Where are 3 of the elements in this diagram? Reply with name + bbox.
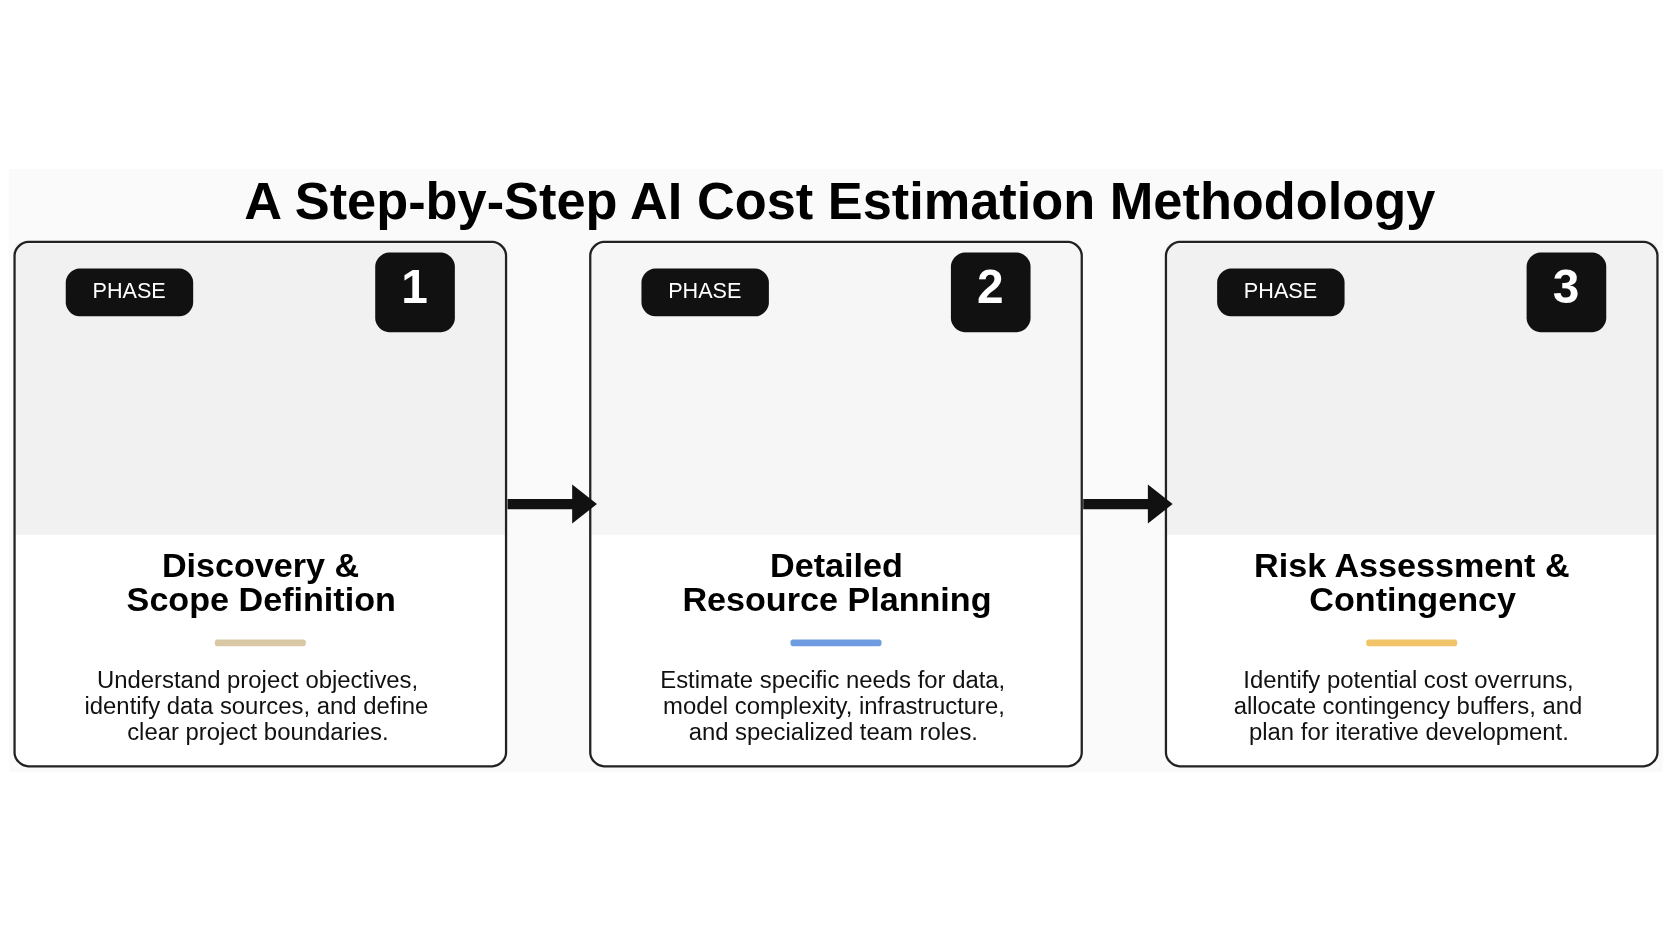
diagram-title: A Step-by-Step AI Cost Estimation Methodology [244,171,1436,230]
arrow [1083,484,1173,524]
arrow [507,484,597,524]
